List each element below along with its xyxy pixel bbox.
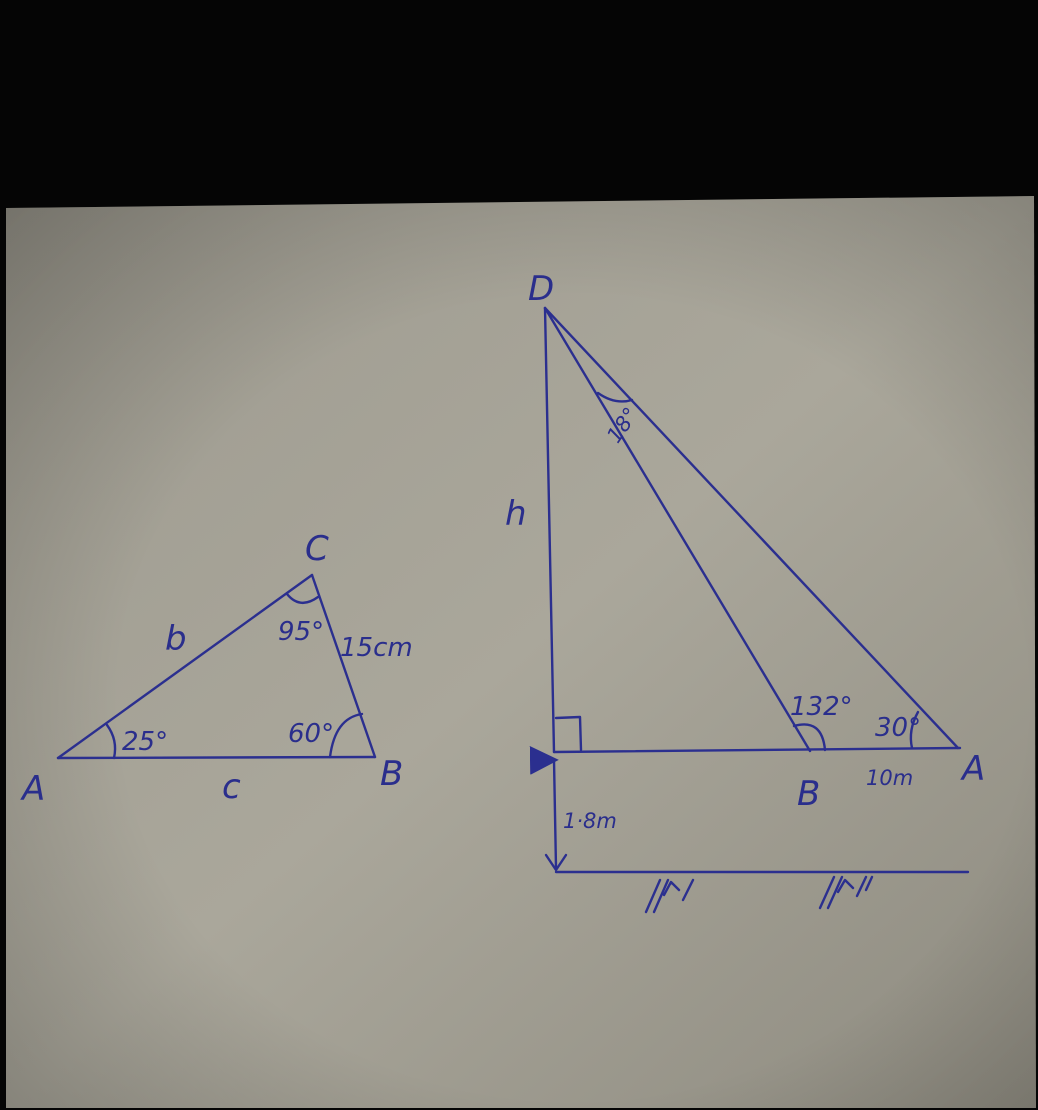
right-angle-mark bbox=[554, 715, 583, 752]
angle-label-a2: 30° bbox=[875, 713, 921, 743]
line-da bbox=[543, 306, 960, 750]
angle-arc-b2 bbox=[792, 723, 827, 752]
angle-label-b: 60° bbox=[288, 719, 334, 749]
eye-height-arrow bbox=[529, 746, 559, 870]
side-label-c: c bbox=[222, 767, 241, 807]
vertex-label-a2: A bbox=[960, 749, 985, 789]
angle-label-a: 25° bbox=[122, 727, 168, 757]
side-cb bbox=[310, 573, 377, 759]
angle-arc-d bbox=[596, 391, 634, 403]
side-label-bc: 15cm bbox=[340, 633, 413, 663]
side-ac bbox=[56, 573, 314, 760]
angle-label-b2: 132° bbox=[790, 692, 853, 722]
angle-arc-a bbox=[105, 723, 117, 760]
vertex-label-c: C bbox=[305, 529, 329, 569]
distance-label-ba: 10m bbox=[866, 766, 913, 790]
vertex-label-b: B bbox=[380, 754, 403, 794]
angle-arc-b bbox=[328, 712, 364, 759]
side-ab bbox=[56, 755, 377, 760]
ground-hatching bbox=[644, 875, 874, 914]
angle-arc-a2 bbox=[909, 710, 920, 750]
angle-label-c: 95° bbox=[278, 617, 324, 647]
vertex-label-d: D bbox=[528, 269, 554, 309]
vertex-label-b2: B bbox=[797, 774, 820, 814]
side-label-b: b bbox=[165, 619, 187, 659]
base-line bbox=[552, 746, 962, 754]
height-label-h: h bbox=[505, 494, 527, 534]
elevation-figure: D h B A 18° 132° 30° 10m 1·8m bbox=[505, 269, 985, 914]
height-line bbox=[543, 306, 556, 754]
vertex-label-a: A bbox=[20, 769, 45, 809]
line-db bbox=[543, 306, 812, 753]
triangle-abc: A B C b c 15cm 25° 60° 95° bbox=[20, 529, 413, 809]
eye-height-label: 1·8m bbox=[563, 809, 617, 833]
angle-arc-c bbox=[285, 592, 320, 604]
